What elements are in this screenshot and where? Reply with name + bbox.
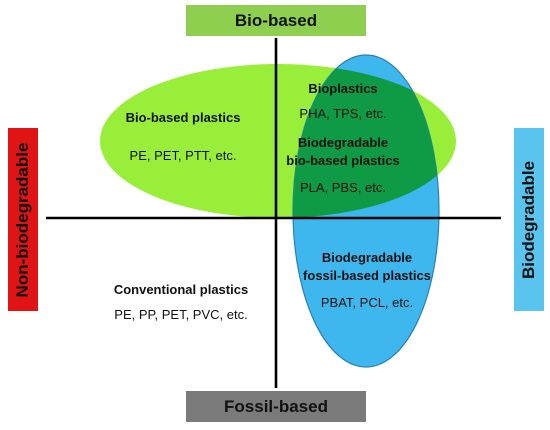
biodegradable-text: Biodegradable bbox=[519, 160, 538, 279]
biodegradable-bio-based-title-line2: bio-based plastics bbox=[286, 153, 400, 168]
non-biodegradable-axis-label: Non-biodegradable bbox=[8, 128, 38, 311]
bioplastics-title: Bioplastics bbox=[308, 81, 378, 96]
biodegradable-fossil-based-examples: PBAT, PCL, etc. bbox=[320, 295, 414, 310]
non-biodegradable-text: Non-biodegradable bbox=[13, 142, 32, 297]
conventional-plastics-title: Conventional plastics bbox=[113, 282, 249, 297]
fossil-based-axis-label: Fossil-based bbox=[186, 391, 366, 422]
biodegradable-bio-based-examples: PLA, PBS, etc. bbox=[300, 180, 386, 195]
bioplastics-examples: PHA, TPS, etc. bbox=[299, 106, 387, 121]
bio-based-plastics-title: Bio-based plastics bbox=[125, 110, 241, 125]
conventional-plastics-examples: PE, PP, PET, PVC, etc. bbox=[114, 307, 248, 322]
biodegradable-fossil-based-title-line1: Biodegradable bbox=[321, 250, 413, 265]
fossil-based-text: Fossil-based bbox=[224, 396, 328, 416]
bio-based-plastics-examples: PE, PET, PTT, etc. bbox=[129, 148, 237, 163]
bio-based-axis-label: Bio-based bbox=[186, 5, 366, 36]
biodegradable-axis-label: Biodegradable bbox=[514, 128, 544, 311]
bio-based-text: Bio-based bbox=[234, 10, 318, 30]
biodegradable-fossil-based-title-line2: fossil-based plastics bbox=[303, 268, 431, 283]
biodegradable-bio-based-title-line1: Biodegradable bbox=[297, 135, 389, 150]
